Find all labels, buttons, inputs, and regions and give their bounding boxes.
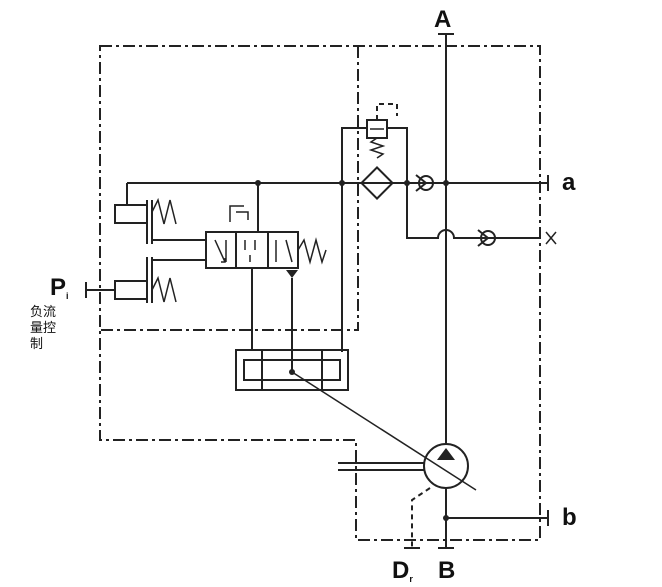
- junction-dot: [404, 180, 410, 186]
- port-label-A: A: [434, 6, 451, 33]
- port-label-P-sub: i: [66, 291, 69, 301]
- drain-branch: [406, 183, 557, 245]
- port-label-D: D: [392, 557, 409, 584]
- annotation-line: 量控: [30, 321, 57, 336]
- drain-line: [411, 487, 431, 548]
- pump-icon: [338, 443, 469, 489]
- junction-dot: [443, 515, 449, 521]
- lower-actuator: [85, 257, 206, 303]
- port-b-line: [446, 510, 549, 526]
- port-label-B: B: [438, 557, 455, 584]
- control-envelope: [99, 45, 541, 541]
- junction-dot: [339, 180, 345, 186]
- control-valve: [205, 183, 327, 278]
- port-label-Pi: Pi: [50, 274, 69, 301]
- annotation-line: 负流: [30, 305, 57, 320]
- port-label-Dr: Dr: [392, 557, 413, 584]
- upper-actuator: [114, 197, 206, 244]
- port-label-P: P: [50, 274, 66, 301]
- swash-linkage: [291, 371, 477, 491]
- check-valve-upper: [415, 174, 434, 192]
- relief-valve: [341, 103, 408, 330]
- port-label-D-sub: r: [409, 574, 413, 584]
- junction-dot: [443, 180, 449, 186]
- check-valve-lower: [477, 229, 496, 247]
- servo-cylinder: [235, 349, 349, 391]
- port-label-a: a: [562, 169, 576, 196]
- pump-envelope: [100, 46, 359, 331]
- negative-flow-control-label: 负流 量控 制: [30, 305, 70, 353]
- port-a-line: [127, 175, 549, 191]
- filter-icon: [360, 166, 394, 200]
- annotation-line: 制: [30, 337, 44, 352]
- port-label-b: b: [562, 504, 577, 531]
